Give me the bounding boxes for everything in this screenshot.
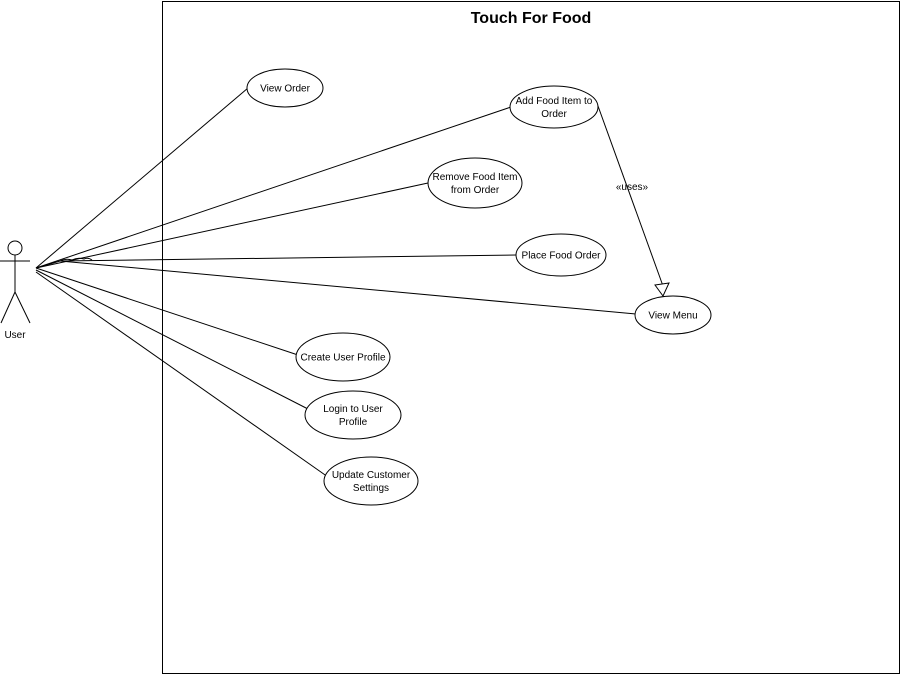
association-login-user-profile (35, 269, 309, 410)
actor-left-leg (0, 291, 16, 324)
use-case-ellipse (509, 85, 599, 129)
actor-right-leg (14, 291, 31, 324)
user-actor (0, 240, 31, 324)
use-case-ellipse (295, 332, 391, 382)
use-case-label: View Menu (648, 311, 697, 322)
use-case-ellipse (427, 157, 523, 209)
associations (35, 87, 637, 478)
system-boundary (162, 1, 900, 674)
association-junction (35, 257, 93, 269)
association-remove-food-item (35, 182, 429, 269)
use-case-place-food-order[interactable]: Place Food Order (515, 233, 607, 277)
use-case-label-line-1: Add Food Item to (516, 96, 593, 107)
use-case-add-food-item[interactable]: Add Food Item to Order (509, 85, 599, 129)
system-title: Touch For Food (471, 10, 592, 27)
actor-head (7, 240, 23, 256)
use-case-label: View Order (260, 84, 311, 95)
association-create-user-profile (35, 267, 299, 356)
use-case-remove-food-item[interactable]: Remove Food Item from Order (427, 157, 523, 209)
use-case-ellipse (323, 456, 419, 506)
use-case-ellipse (634, 295, 712, 335)
use-case-update-customer-settings[interactable]: Update Customer Settings (323, 456, 419, 506)
uses-label: «uses» (616, 182, 649, 193)
use-case-label-line-1: Remove Food Item (432, 172, 517, 183)
use-case-create-user-profile[interactable]: Create User Profile (295, 332, 391, 382)
use-case-label-line-2: Settings (353, 483, 389, 494)
association-update-customer-settings (35, 271, 329, 478)
use-case-label-line-1: Login to User (323, 404, 383, 415)
use-case-label: Create User Profile (300, 353, 385, 364)
use-case-view-menu[interactable]: View Menu (634, 295, 712, 335)
use-case-label: Place Food Order (522, 251, 602, 262)
use-case-ellipse (304, 390, 402, 440)
use-case-label-line-2: Profile (339, 417, 368, 428)
use-case-ellipse (515, 233, 607, 277)
uses-arrowhead-icon (654, 282, 670, 297)
use-case-label-line-2: from Order (451, 185, 500, 196)
association-add-food-item (35, 106, 512, 269)
actor-label: User (4, 330, 26, 341)
use-case-label-line-2: Order (541, 109, 567, 120)
use-case-label-line-1: Update Customer (332, 470, 411, 481)
use-case-ellipse (246, 68, 324, 108)
use-case-view-order[interactable]: View Order (246, 68, 324, 108)
uses-dependency-line (597, 105, 664, 287)
association-view-menu (59, 260, 637, 315)
association-view-order (35, 87, 249, 269)
association-place-food-order (59, 254, 517, 262)
use-case-login-user-profile[interactable]: Login to User Profile (304, 390, 402, 440)
